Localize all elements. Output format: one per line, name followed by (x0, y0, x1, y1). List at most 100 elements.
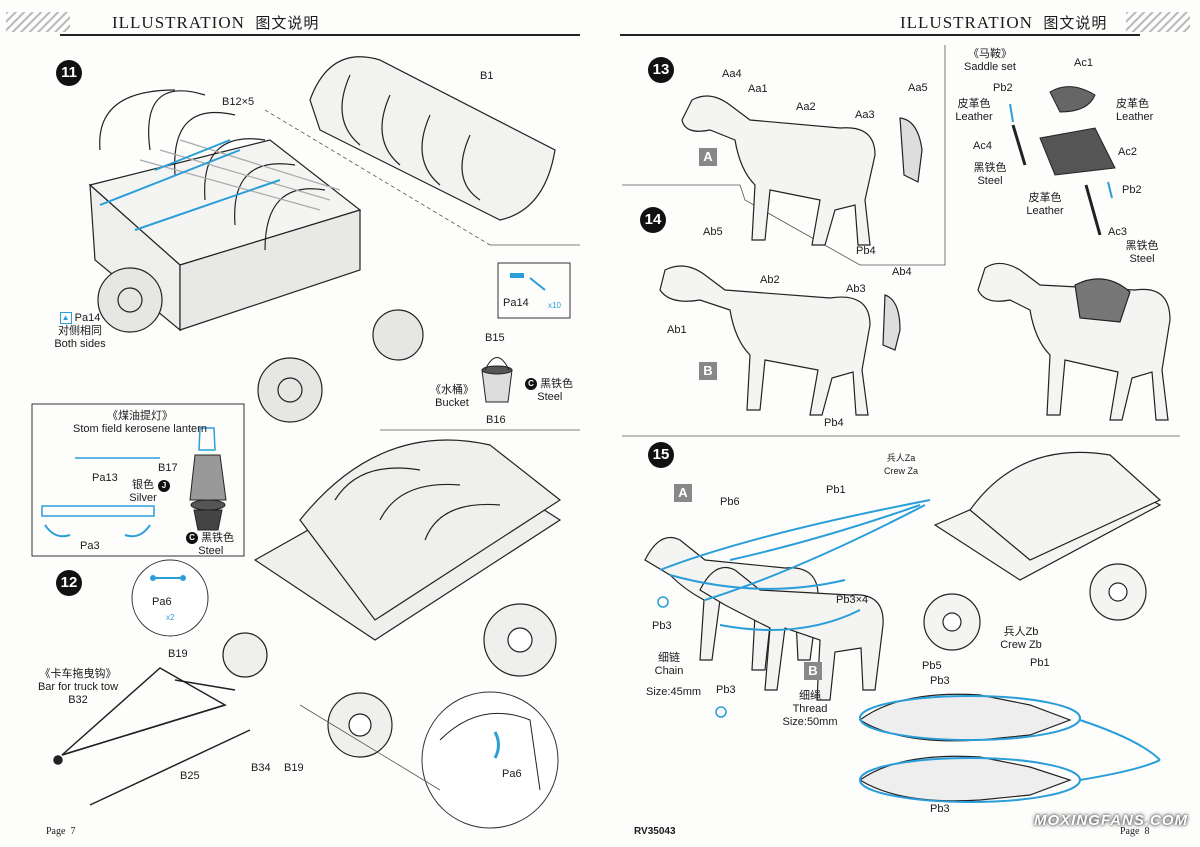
label-ab5: Ab5 (703, 226, 723, 238)
label-pb3-3: Pb3 (930, 675, 950, 687)
footer-left: Page 7 (46, 826, 76, 837)
label-b1: B1 (480, 70, 494, 82)
label-pb2-2: Pb2 (1122, 184, 1142, 196)
step-13-badge: 13 (648, 57, 674, 83)
reins-blue (659, 499, 931, 631)
saddle-parts (1039, 86, 1116, 176)
label-ab2: Ab2 (760, 274, 780, 286)
cover-b1 (309, 56, 556, 221)
team-horses (644, 451, 1162, 701)
label-pb3-2: Pb3 (716, 684, 736, 696)
step-14-badge: 14 (640, 207, 666, 233)
tag-a: A (699, 148, 717, 166)
label-x2: x2 (166, 613, 175, 622)
header-rule (60, 34, 580, 36)
top-view-horses (858, 693, 1072, 802)
saddle-title: 《马鞍》Saddle set (964, 48, 1016, 73)
footer-code: RV35043 (634, 826, 676, 837)
label-aa3: Aa3 (855, 109, 875, 121)
horse-a (681, 95, 923, 246)
lantern-title: 《煤油提灯》Stom field kerosene lantern (73, 410, 207, 435)
label-pa6-2: Pa6 (502, 768, 522, 780)
label-b15: B15 (485, 332, 505, 344)
header-rule-right (620, 34, 1140, 36)
bucket (481, 357, 513, 403)
step-12-badge: 12 (56, 570, 82, 596)
footer-right: Page 8 (1120, 826, 1150, 837)
wagon-rails-blue (99, 139, 281, 231)
label-chain-size: Size:45mm (646, 686, 702, 698)
saddled-horse (977, 262, 1171, 421)
label-pb1: Pb1 (826, 484, 846, 496)
tag-b: B (699, 362, 717, 380)
label-pa13: Pa13 (92, 472, 118, 484)
label-b17: B17 (158, 462, 178, 474)
label-pb6: Pb6 (720, 496, 740, 508)
label-pb3x4: Pb3×4 (836, 594, 869, 606)
page-left: ILLUSTRATION 图文说明 11 (6, 12, 580, 837)
label-ac1: Ac1 (1074, 57, 1093, 69)
label-ab4: Ab4 (892, 266, 912, 278)
label-ac2: Ac2 (1118, 146, 1137, 158)
label-lantern-steel: C 黑铁色 Steel (186, 532, 234, 558)
label-pb4-13: Pb4 (856, 245, 876, 257)
label-pb1-2: Pb1 (1030, 657, 1050, 669)
label-j-code: J (158, 480, 170, 493)
label-b34: B34 (251, 762, 271, 774)
label-b25: B25 (180, 770, 200, 782)
header-title-right: ILLUSTRATION 图文说明 (900, 13, 1108, 32)
wagon-frame-11 (88, 89, 424, 423)
label-pa3: Pa3 (80, 540, 100, 552)
step-11-badge: 11 (56, 60, 82, 86)
glue-icon: ▲ (59, 312, 72, 325)
tag-b-15: B (804, 662, 822, 680)
label-pa6: Pa6 (152, 596, 172, 608)
label-pb4-14: Pb4 (824, 417, 844, 429)
label-ac4: Ac4 (973, 140, 992, 152)
watermark: MOXINGFANS.COM (1033, 812, 1188, 829)
label-b12: B12×5 (222, 96, 255, 108)
label-pa14-box: Pa14 (503, 297, 529, 309)
label-b19: B19 (168, 648, 188, 660)
horse-b (659, 265, 901, 416)
tow-bar (53, 667, 251, 806)
label-ab3: Ab3 (846, 283, 866, 295)
wagon-covered-12 (222, 439, 562, 758)
step-15-badge: 15 (648, 442, 674, 468)
label-pb2: Pb2 (993, 82, 1013, 94)
label-b19-2: B19 (284, 762, 304, 774)
right-illustrations (622, 45, 1180, 803)
label-bucket: 《水桶》Bucket (430, 384, 474, 409)
header-title: ILLUSTRATION 图文说明 (112, 13, 320, 32)
label-ac3: Ac3 (1108, 226, 1127, 238)
label-pb5: Pb5 (922, 660, 942, 672)
header-hatch (6, 12, 70, 32)
top-reins-blue (859, 695, 1161, 803)
label-pb3-4: Pb3 (930, 803, 950, 815)
left-illustrations (31, 56, 580, 829)
label-b16: B16 (486, 414, 506, 426)
header-hatch-right (1126, 12, 1190, 32)
label-aa5: Aa5 (908, 82, 928, 94)
label-pb3-1: Pb3 (652, 620, 672, 632)
label-ab1: Ab1 (667, 324, 687, 336)
label-aa2: Aa2 (796, 101, 816, 113)
page-right: ILLUSTRATION 图文说明 (600, 0, 1200, 847)
lantern-drawing (189, 427, 227, 531)
label-bucket-steel: C 黑铁色 Steel (525, 378, 573, 404)
label-aa1: Aa1 (748, 83, 768, 95)
label-x10: x10 (548, 301, 561, 310)
tag-a-15: A (674, 484, 692, 502)
